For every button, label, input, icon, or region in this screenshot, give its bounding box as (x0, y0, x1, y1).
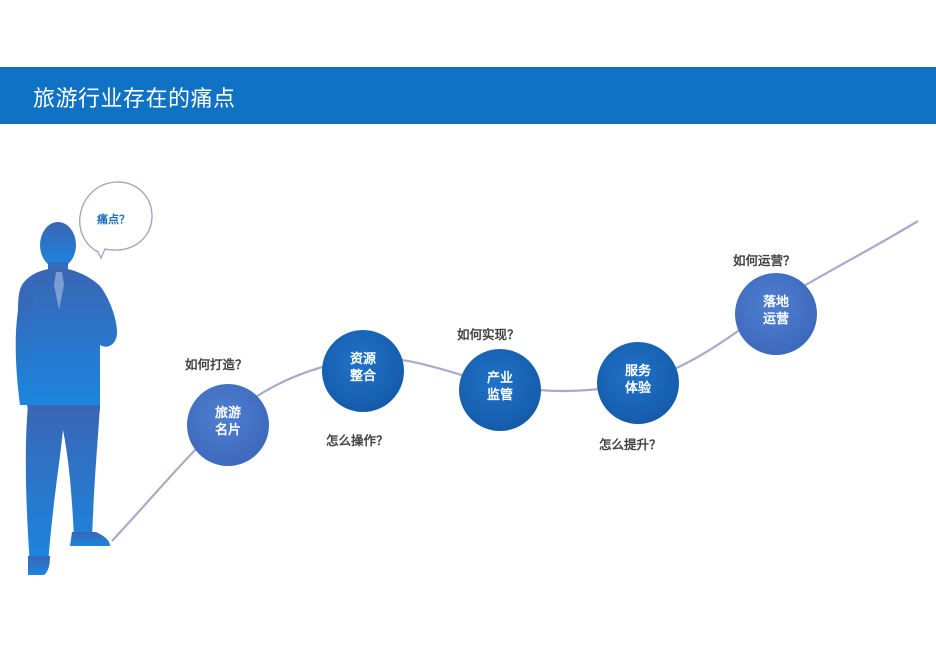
node-label-line: 资源 (349, 352, 376, 367)
node-label-tourism-card: 旅游 名片 (188, 405, 268, 439)
title-banner: 旅游行业存在的痛点 (0, 67, 936, 124)
node-label-line: 旅游 (214, 406, 241, 421)
node-label-industry-supervision: 产业 监管 (460, 370, 540, 404)
node-label-line: 名片 (214, 423, 241, 438)
node-circle-industry-supervision (459, 349, 541, 431)
node-circle-resource-integration (322, 330, 404, 412)
node-circle-landing-operation (735, 273, 817, 355)
node-label-resource-integration: 资源 整合 (323, 351, 403, 385)
question-how-to-run: 如何运营？ (733, 253, 796, 268)
node-label-line: 整合 (349, 369, 376, 384)
businessman-silhouette-icon (15, 222, 118, 575)
node-label-line: 监管 (486, 388, 513, 403)
tie-icon (54, 272, 64, 310)
node-label-line: 服务 (624, 364, 651, 379)
node-label-line: 运营 (762, 312, 789, 327)
node-label-line: 落地 (762, 295, 789, 310)
question-how-to-operate: 怎么操作？ (326, 433, 389, 448)
node-label-service-experience: 服务 体验 (598, 363, 678, 397)
question-how-to-improve: 怎么提升？ (599, 437, 662, 452)
node-label-line: 体验 (624, 381, 651, 396)
speech-bubble (79, 181, 153, 260)
page-title: 旅游行业存在的痛点 (33, 87, 236, 112)
question-how-to-build: 如何打造？ (185, 357, 248, 372)
node-circle-service-experience (597, 342, 679, 424)
node-label-line: 产业 (486, 371, 513, 386)
node-label-landing-operation: 落地 运营 (736, 294, 816, 328)
question-how-to-achieve: 如何实现？ (457, 327, 520, 342)
speech-bubble-text: 痛点？ (97, 213, 130, 226)
node-circle-tourism-card (187, 384, 269, 466)
